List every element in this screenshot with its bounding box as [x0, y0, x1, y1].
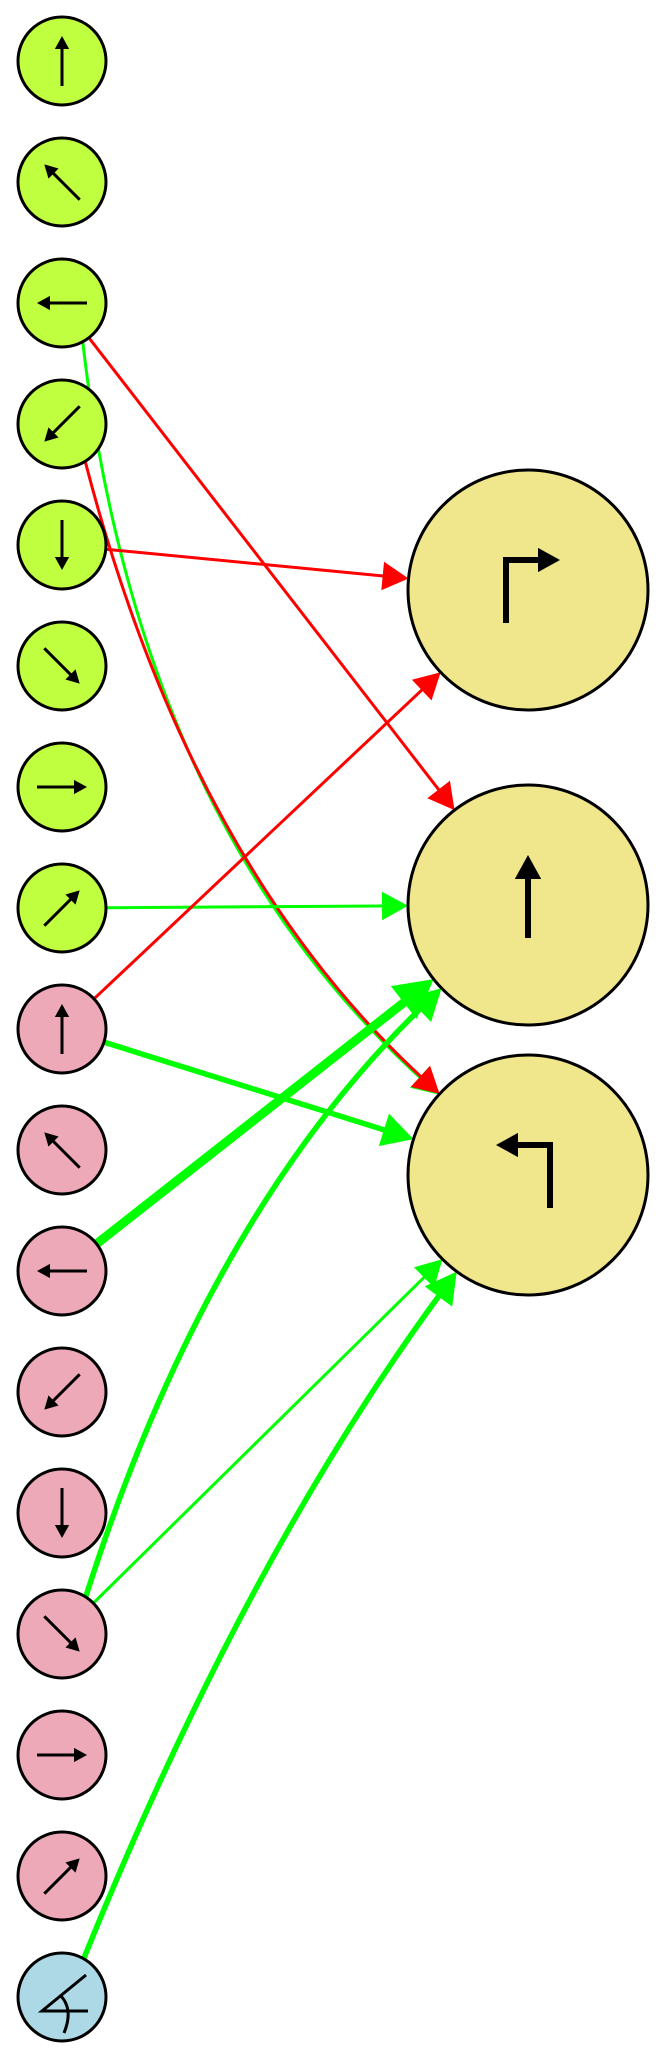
edge-in-left-to-out-forward	[87, 336, 455, 811]
edge-line	[105, 904, 388, 910]
input-node-in2-up-left	[16, 1104, 108, 1196]
edge-arrowhead	[378, 1113, 414, 1147]
arrow-down-icon	[54, 1488, 70, 1538]
edge-line	[87, 336, 443, 795]
input-node-in2-down-right	[16, 1588, 108, 1680]
arrow-up-icon-head	[54, 36, 70, 49]
input-node-in-right	[16, 741, 108, 833]
input-node-in2-down	[16, 1467, 108, 1559]
arrow-down-right-icon-head	[65, 1637, 80, 1652]
edge-line	[92, 1272, 429, 1605]
edge-line	[93, 994, 413, 1248]
angle-icon	[37, 1973, 88, 2034]
input-node-in-left	[16, 257, 108, 349]
arrow-down-left-icon-head	[44, 427, 59, 442]
edge-arrowhead	[410, 1065, 440, 1094]
input-node-in-down	[16, 499, 108, 591]
input-node-in2-left	[16, 1225, 108, 1317]
arrow-right-icon-head	[74, 779, 87, 795]
connections-layer	[81, 336, 457, 1960]
arrow-down-left-icon	[44, 1373, 81, 1410]
edge-line	[103, 1039, 391, 1135]
edge-arrowhead	[407, 988, 442, 1023]
edge-in-up-right-to-out-forward	[105, 891, 409, 921]
input-node-in2-down-left	[16, 1346, 108, 1438]
arrow-up-right-icon-head	[65, 1858, 80, 1873]
turn-right-arrow-icon-head	[538, 547, 560, 573]
arrow-right-icon-head	[74, 1747, 87, 1763]
output-node-out-turn-right	[406, 468, 650, 712]
input-node-in-down-left	[16, 378, 108, 470]
arrow-down-right-icon-head	[65, 669, 80, 684]
output-node-circle	[406, 1053, 650, 1297]
arrow-right-icon	[37, 779, 87, 795]
arrow-up-right-icon	[43, 890, 80, 927]
edge-arrowhead	[413, 1259, 443, 1288]
arrow-up-right-icon	[43, 1858, 80, 1895]
input-node-in-angle	[16, 1951, 108, 2043]
arrow-down-icon-head	[54, 557, 70, 570]
edge-arrowhead	[381, 891, 409, 921]
edge-line	[83, 1003, 426, 1598]
forward-arrow-icon	[514, 855, 542, 938]
edge-arrowhead	[411, 672, 441, 701]
arrow-down-left-icon-head	[44, 1395, 59, 1410]
output-nodes-layer	[406, 468, 650, 1297]
arrow-up-right-icon-head	[65, 890, 80, 905]
input-node-in2-up	[16, 983, 108, 1075]
input-nodes-layer	[16, 15, 108, 2043]
turn-right-arrow-icon	[503, 547, 560, 623]
turn-left-arrow-icon-head	[496, 1132, 518, 1158]
edge-arrowhead	[427, 780, 455, 811]
turn-left-arrow-icon	[496, 1132, 553, 1208]
edge-line	[92, 685, 427, 1000]
input-node-in-up-left	[16, 136, 108, 228]
input-node-in2-up-right	[16, 1830, 108, 1922]
arrow-up-left-icon	[44, 164, 81, 201]
input-node-in-up-right	[16, 862, 108, 954]
arrow-down-right-icon	[43, 1615, 80, 1652]
edge-in2-down-right-to-out-forward	[83, 988, 442, 1598]
edge-line	[81, 1289, 445, 1960]
forward-arrow-icon-head	[514, 855, 542, 879]
edge-line	[83, 461, 426, 1081]
edge-line	[105, 547, 388, 578]
output-node-out-turn-left	[406, 1053, 650, 1297]
arrow-up-icon-head	[54, 1004, 70, 1017]
arrow-right-icon	[37, 1747, 87, 1763]
output-node-out-forward	[406, 783, 650, 1027]
input-node-in-up	[16, 15, 108, 107]
arrow-up-left-icon-head	[44, 164, 59, 179]
edge-arrowhead	[424, 1271, 457, 1307]
arrow-up-icon	[54, 1004, 70, 1054]
arrow-up-icon	[54, 36, 70, 86]
arrow-up-left-icon	[44, 1132, 81, 1169]
arrow-left-icon	[37, 1263, 87, 1279]
arrow-up-left-icon-head	[44, 1132, 59, 1147]
edge-in2-up-to-out-turn-right	[92, 672, 441, 1000]
arrow-down-icon	[54, 520, 70, 570]
arrow-down-icon-head	[54, 1525, 70, 1538]
arrow-down-left-icon	[44, 405, 81, 442]
output-node-circle	[406, 468, 650, 712]
edge-in-down-left-to-out-turn-left	[83, 461, 440, 1094]
edge-in2-up-to-out-turn-left	[103, 1039, 414, 1147]
arrow-down-right-icon	[43, 647, 80, 684]
edge-in-down-to-out-turn-right	[105, 547, 409, 591]
arrow-left-icon-head	[37, 1263, 50, 1279]
arrow-left-icon	[37, 295, 87, 311]
arrow-left-icon-head	[37, 295, 50, 311]
edge-in2-down-right-to-out-turn-left	[92, 1259, 443, 1605]
input-node-in2-right	[16, 1709, 108, 1801]
edge-arrowhead	[381, 561, 409, 591]
input-node-in-down-right	[16, 620, 108, 712]
edge-in-angle-to-out-turn-left	[81, 1271, 457, 1960]
